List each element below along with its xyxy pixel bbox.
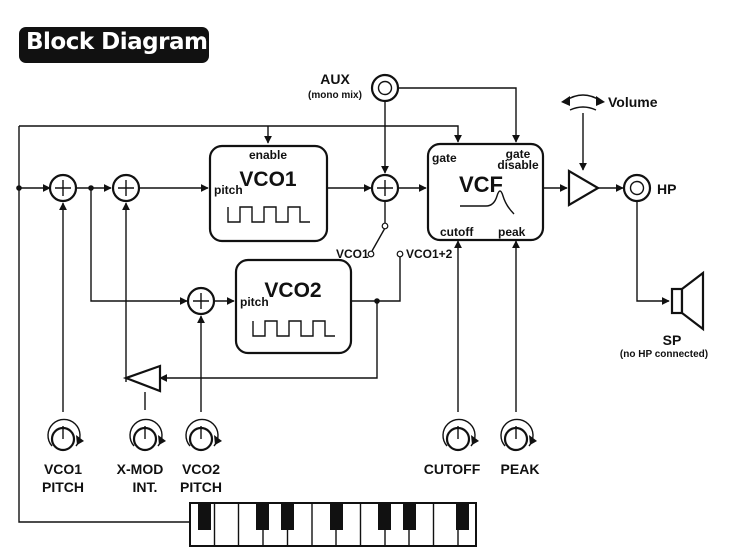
switch-vco12-label: VCO1+2 (406, 247, 453, 261)
block-diagram-title-box (19, 27, 209, 63)
vco2-pitch-knob-label-2: PITCH (180, 479, 222, 495)
speaker-icon (670, 270, 705, 332)
keyboard-cv-line (18, 126, 190, 523)
vcf-peak-label: peak (498, 225, 526, 239)
signal-wires (18, 87, 670, 523)
peak-knob[interactable] (500, 418, 537, 452)
cutoff-knob[interactable] (442, 418, 479, 452)
vco2-pitch-label: pitch (240, 295, 269, 309)
switch-pivot (381, 222, 389, 230)
hp-to-speaker (636, 202, 670, 305)
xmod-amplifier (122, 364, 162, 393)
black-key[interactable] (281, 503, 294, 530)
vco1-enable-label: enable (249, 148, 287, 162)
square-wave-icon (227, 206, 310, 223)
xmod-int-knob-label: X-MOD (117, 461, 164, 477)
black-key[interactable] (198, 503, 211, 530)
vco2-feedback-line (159, 300, 378, 382)
vco1-pitch-knob-label: VCO1 (44, 461, 82, 477)
peak-knob-label: PEAK (501, 461, 540, 477)
vco1-label: VCO1 (239, 168, 297, 191)
vco1-pitch-label: pitch (214, 183, 243, 197)
vco2-label: VCO2 (264, 279, 321, 302)
vco1-pitch-knob[interactable] (47, 418, 84, 452)
hp-label: HP (657, 181, 676, 197)
aux-label: AUX (320, 71, 350, 87)
keyboard[interactable] (189, 502, 477, 547)
cutoff-knob-label: CUTOFF (424, 461, 481, 477)
vco2-pitch-knob[interactable] (185, 418, 222, 452)
black-key[interactable] (378, 503, 391, 530)
xmod-int-knob[interactable] (129, 418, 166, 452)
adder-1 (48, 173, 78, 203)
black-key[interactable] (456, 503, 469, 530)
vco1-pitch-knob-label-2: PITCH (42, 479, 84, 495)
sp-label: SP (663, 332, 682, 348)
vco2-pitch-knob-label: VCO2 (182, 461, 220, 477)
black-key[interactable] (330, 503, 343, 530)
output-amplifier (567, 169, 601, 207)
switch-vco1-label: VCO1 (336, 247, 369, 261)
gate-line (19, 125, 462, 143)
filter-curve-icon (460, 190, 515, 215)
black-key[interactable] (403, 503, 416, 530)
mixer-adder (370, 173, 400, 203)
aux-to-gate-disable (399, 87, 520, 143)
aux-jack (370, 73, 400, 103)
vcf-gate-disable-label-2: disable (497, 158, 539, 172)
junction-dot (374, 298, 380, 304)
hp-jack (622, 173, 652, 203)
vcf-gate-label: gate (432, 151, 457, 165)
volume-icon (561, 94, 605, 111)
switch-contact-vco1 (367, 250, 375, 258)
vcf-cutoff-label: cutoff (440, 225, 474, 239)
switch-lever (371, 227, 386, 252)
vco2-to-switch (377, 257, 401, 302)
xmod-int-knob-label-2: INT. (133, 479, 158, 495)
sp-sublabel: (no HP connected) (620, 349, 708, 360)
junction-dot (16, 185, 22, 191)
adder-3 (186, 286, 216, 316)
vcf-block (426, 142, 545, 242)
black-key[interactable] (256, 503, 269, 530)
junction-dot (88, 185, 94, 191)
adder-2 (111, 173, 141, 203)
branch-to-sum3 (90, 188, 188, 305)
aux-sublabel: (mono mix) (308, 90, 362, 101)
vcf-label: VCF (459, 172, 503, 197)
volume-label: Volume (608, 94, 658, 110)
vco1-block (208, 144, 329, 243)
vco2-block (234, 258, 353, 355)
vcf-gate-disable-label: gate (506, 147, 531, 161)
square-wave-icon (252, 320, 335, 337)
block-diagram-title: Block Diagram (26, 29, 208, 55)
switch-contact-vco12 (396, 250, 404, 258)
